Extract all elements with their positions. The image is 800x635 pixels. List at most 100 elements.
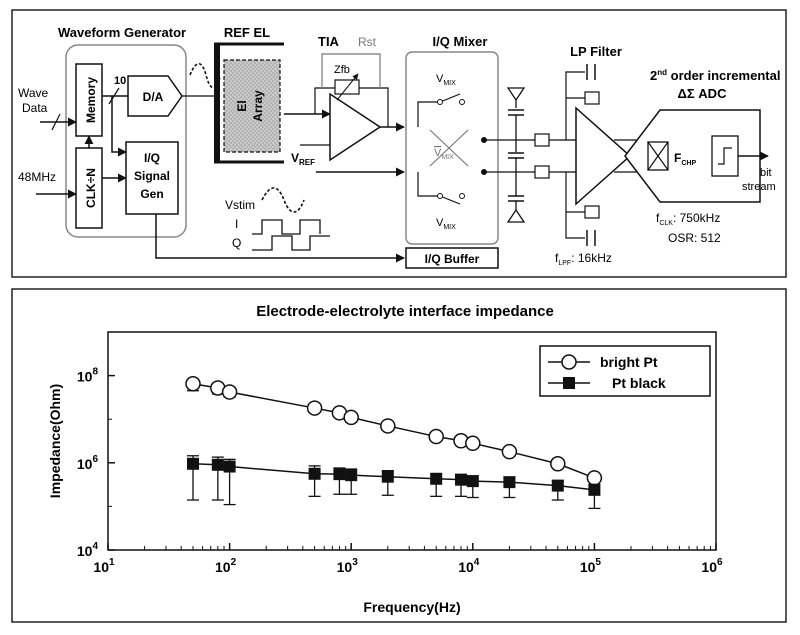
pt-black-point [381,470,394,483]
vmix-mid-sub: MIX [441,154,454,161]
chart-frame [11,288,787,623]
waveform-generator-title: Waveform Generator [58,25,186,40]
flpf-label: fLPF: 16kHz [555,251,612,267]
vmix-bot-sub: MIX [443,224,456,231]
vstim-waveform [261,187,305,213]
bright-pt-point [586,470,603,486]
vmix-top-sub: MIX [443,80,456,87]
clock-input-label: 48MHz [18,170,56,184]
mixer-top-switch [439,93,461,103]
cap-ground-top [506,87,526,108]
inputs: Wave Data 48MHz [18,86,77,199]
vmix-mid-main: V [434,147,442,159]
quantizer-box [711,135,739,177]
pt-black-point [551,479,564,492]
ref-el-title: REF EL [224,25,270,40]
osr-label: OSR: 512 [668,231,721,245]
chart-panel: Electrode-electrolyte interface impedanc… [11,288,787,623]
iq-gen-line-3: Gen [140,187,163,201]
iq-signal-gen-block [125,141,179,215]
series-layer [185,376,603,510]
ref-electrode-bar [214,44,220,162]
legend: bright Pt Pt black [539,345,711,397]
bus-width-label: 10 [114,75,126,87]
x-axis-label: Frequency(Hz) [363,599,460,615]
dac-block [127,75,183,117]
x-tick-label: 102 [215,557,237,575]
bright-pt-point [465,435,481,452]
rst-label: Rst [358,35,377,49]
pt-black-point [455,473,468,486]
electrode-array [223,59,281,153]
pt-black-point [333,468,346,481]
vmix-mid: VMIX [434,147,454,161]
zfb-label: Zfb [334,64,350,76]
pt-black-point [211,458,224,471]
bitstream-line-1: bit [760,167,772,179]
filter-amplifier [575,106,632,206]
x-tick-label: 103 [337,557,359,575]
q-waveform [252,235,330,251]
feedback-left [314,87,335,114]
y-tick-label: 104 [77,541,99,559]
pt-black-point [588,483,601,496]
legend-marker-bright-pt [561,354,577,370]
filter-fb-resistor [584,205,600,219]
vstim-label: Vstim [225,198,255,212]
vmix-bot: VMIX [436,217,456,231]
vref-main: V [291,151,299,165]
mixer-bottom-switch [439,195,461,205]
wave-data-slash [51,113,61,131]
clk-divider-label: CLK÷N [84,168,98,208]
waveform-generator-box [65,44,187,238]
wire-iqgen-buffer [155,214,405,263]
x-tick-label: 101 [93,557,115,575]
bright-pt-point [306,400,323,416]
bright-pt-point [501,443,518,460]
adc-order-rest: order incremental [667,68,780,83]
legend-label-bright-pt: bright Pt [600,354,658,370]
bus-slash [108,87,120,105]
mixer-top-path [417,101,440,127]
vref-sub: REF [299,158,315,167]
pt-black-point [503,476,516,489]
filter-fb-resistor [584,91,600,105]
iq-mixer: I/Q Mixer VMIX VMIX VMIX [405,34,499,245]
y-tick-label: 108 [77,367,99,385]
iq-gen-line-1: I/Q [144,151,160,165]
switch-node [437,99,443,105]
vmix-bot-main: V [436,217,444,229]
wave-data-line-1: Wave [18,86,49,100]
vref-label: VREF [291,151,315,167]
bright-pt-point [221,384,238,400]
pt-black-point [345,469,358,482]
filter-fb-cap-bottom [565,172,585,239]
stimulus-waveforms: Vstim I Q [225,187,330,251]
tia: TIA Rst Zfb VREF [284,34,405,177]
bright-pt-point [380,418,396,434]
flpf-value: : 16kHz [571,251,612,265]
y-tick-label: 106 [77,454,99,472]
lp-filter-title: LP Filter [570,44,622,59]
adc-order: 2 [650,68,657,83]
bitstream-line-2: stream [742,181,776,193]
vmix-top-main: V [436,73,444,85]
chopper-cross [647,141,669,171]
chart-title: Electrode-electrolyte interface impedanc… [256,303,554,320]
flpf-main: f [555,251,559,265]
x-tick-label: 105 [580,557,602,575]
adc-title-1: 2nd order incremental [650,68,780,83]
feedback-right [359,87,389,127]
clk-divider-block [75,147,103,229]
switch-node [459,193,465,199]
switch-node [437,193,443,199]
el-array-line-2: Array [251,90,265,122]
fclk-main: f [656,211,660,225]
quantizer-icon [718,147,732,165]
pt-black-point [430,472,443,485]
q-label: Q [232,236,241,250]
cap-ground-bottom [506,201,526,223]
fchp-sub: CHP [681,160,696,167]
